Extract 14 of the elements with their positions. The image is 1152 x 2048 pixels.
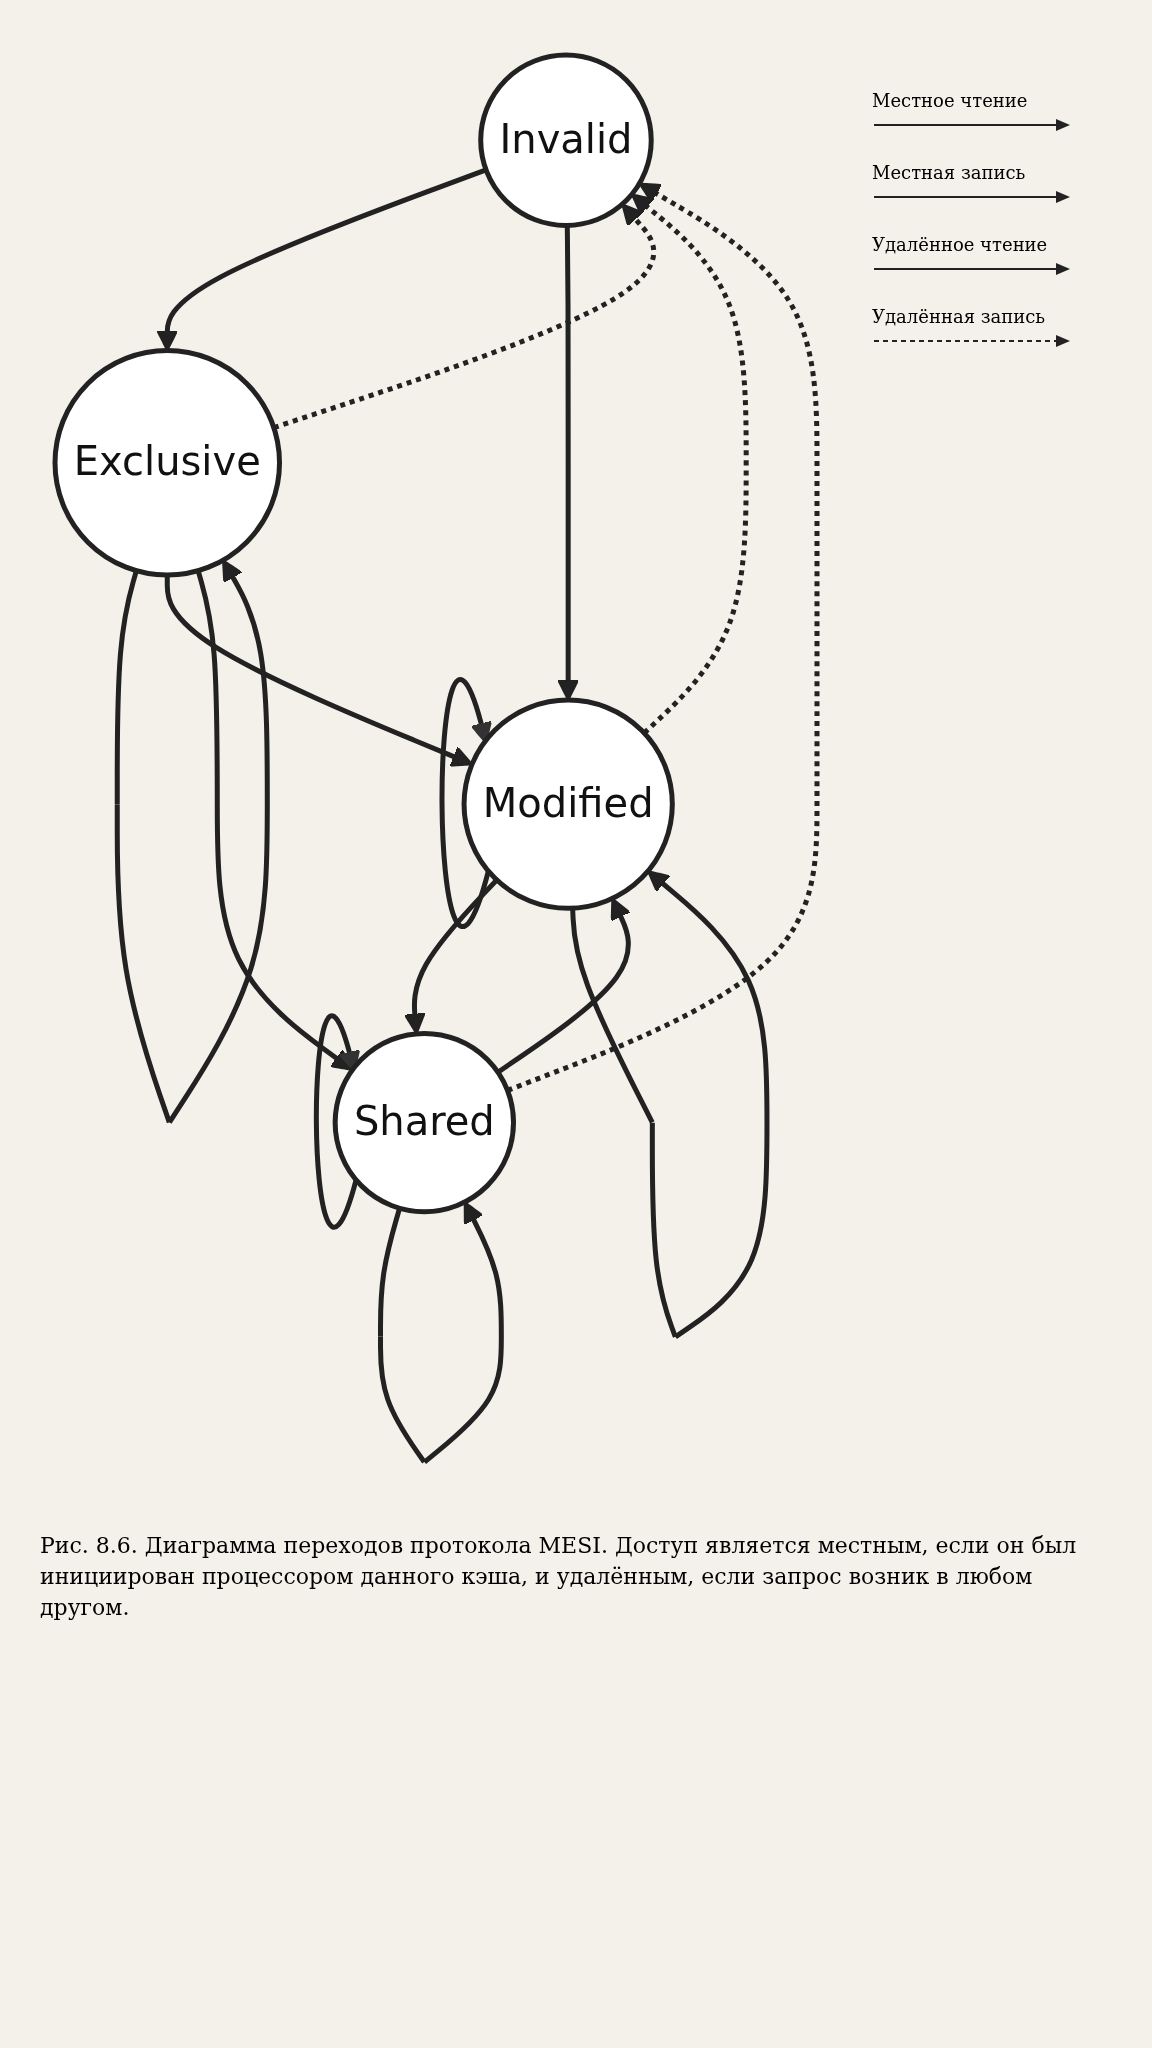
figure-caption: Рис. 8.6. Диаграмма переходов протокола MESI. Доступ является местным, если он был инициирован процессором данного кэша, и удалённым, если запрос возник в любом другом. bbox=[39, 1532, 1078, 1623]
arrow bbox=[506, 182, 820, 1093]
legend-label: Удалённое чтение bbox=[872, 234, 1049, 255]
legend-label: Местная запись bbox=[872, 162, 1027, 183]
legend-label: Удалённая запись bbox=[872, 306, 1047, 327]
self-loop-arrow bbox=[439, 677, 492, 928]
legend-label: Местное чтение bbox=[872, 90, 1029, 111]
node-circle: Shared bbox=[332, 1030, 516, 1215]
arrow bbox=[630, 193, 749, 735]
self-loop-arrow bbox=[313, 1014, 360, 1229]
node-circle: Exclusive bbox=[52, 348, 282, 578]
arrow bbox=[496, 897, 631, 1075]
node-circle: Invalid bbox=[478, 52, 654, 228]
node-circle: Modified bbox=[461, 697, 675, 911]
